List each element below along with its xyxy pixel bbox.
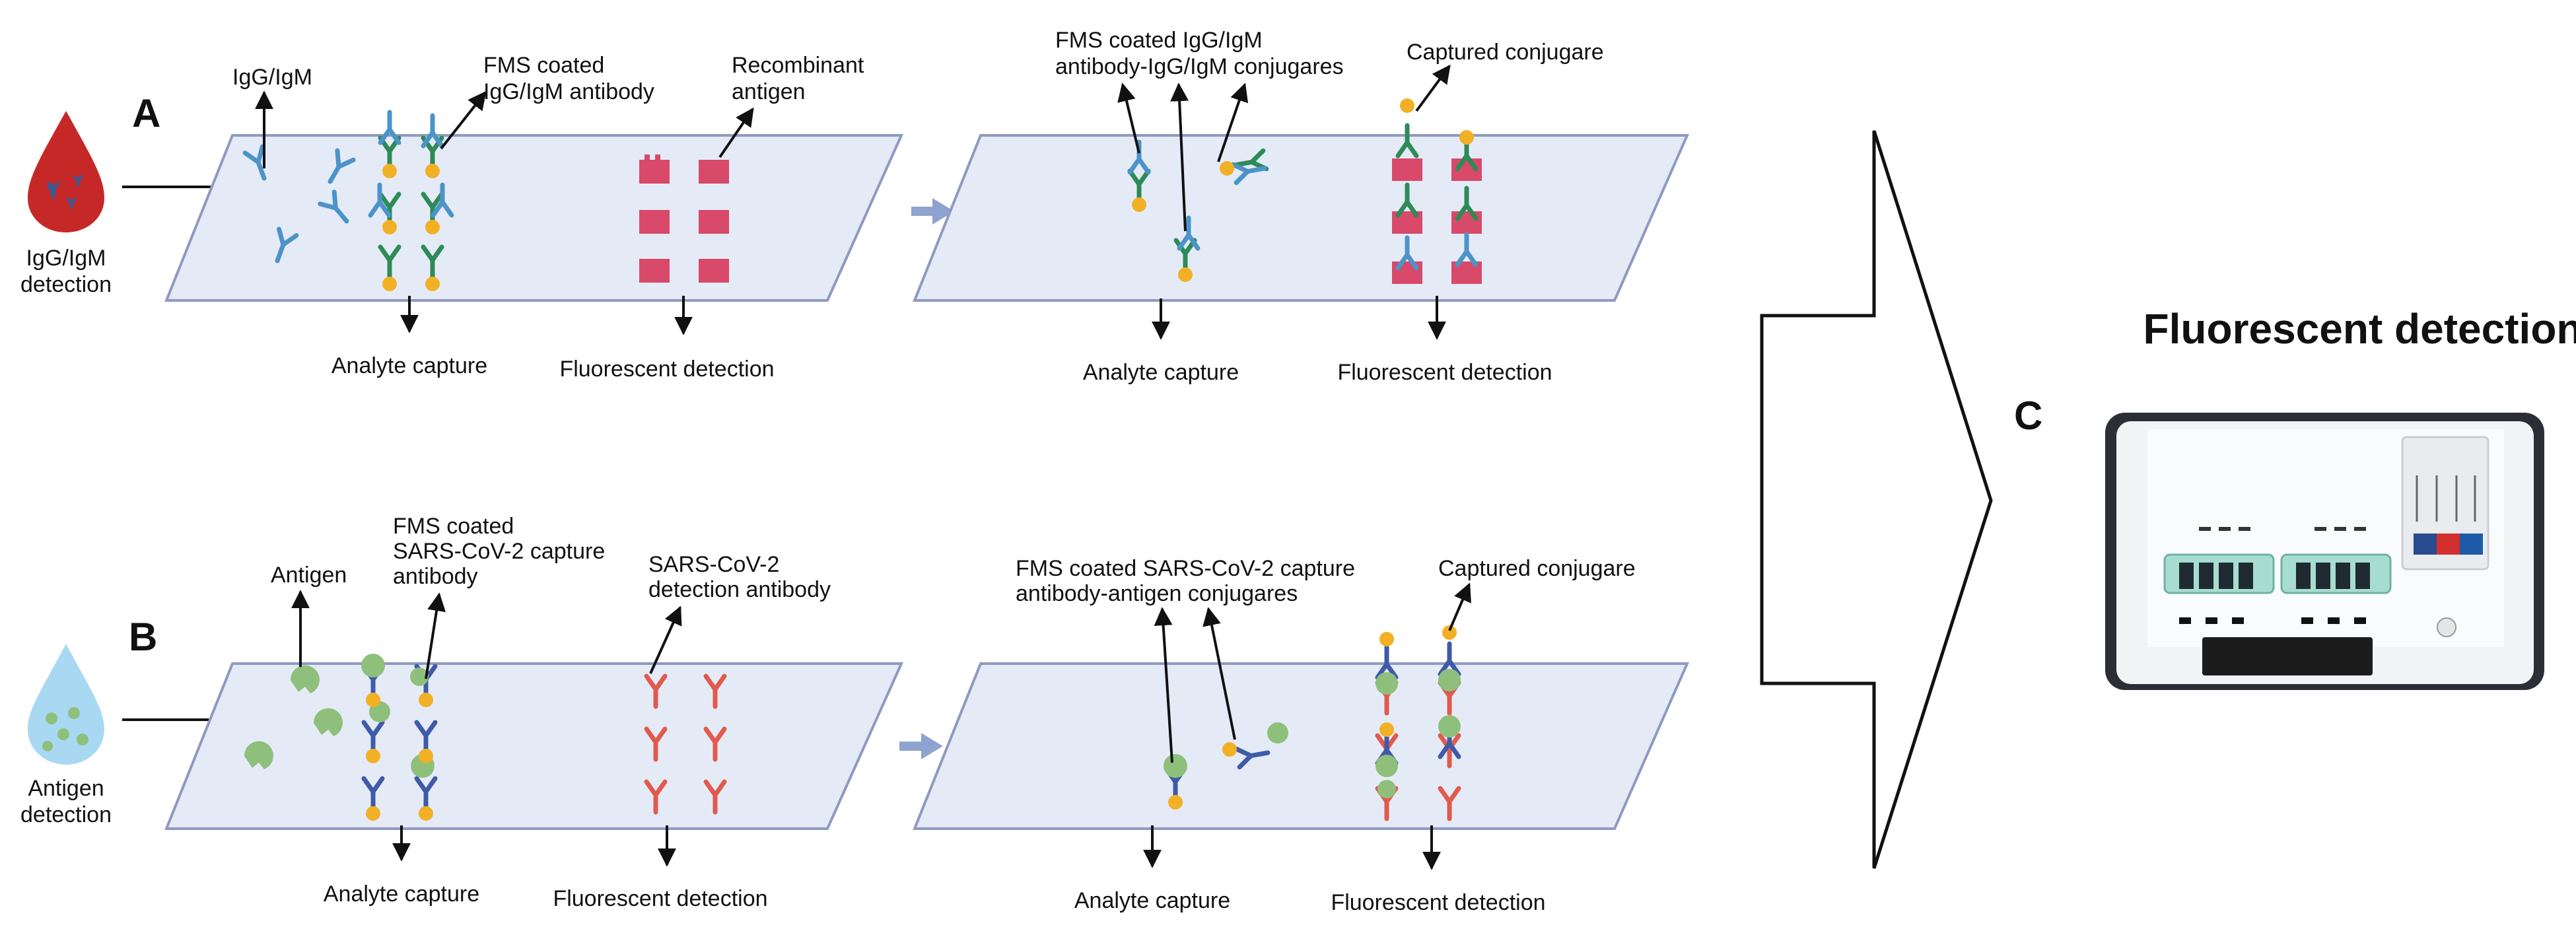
panel-label-a: A (132, 91, 160, 135)
fms-coated-label-b-line2: SARS-CoV-2 capture (393, 539, 605, 564)
blood-drop-icon (28, 111, 104, 232)
right-title: Fluorescent detection (2143, 305, 2576, 353)
conjugate-label-b-line2: antibody-antigen conjugares (1016, 581, 1298, 606)
detection-antibody-label-line1: SARS-CoV-2 (648, 552, 779, 577)
panel-label-b: B (129, 615, 157, 659)
analyte-capture-label-b1: Analyte capture (324, 881, 479, 907)
panel-label-c: C (2014, 394, 2042, 438)
test-strip-b1 (164, 662, 904, 830)
test-strip-a2 (913, 134, 1690, 302)
recombinant-label-line1: Recombinant (732, 53, 864, 78)
fluorescent-detection-label-b1: Fluorescent detection (553, 886, 767, 911)
fluorescence-reader-device (2105, 413, 2544, 690)
detection-antibody-label-line2: detection antibody (648, 577, 831, 602)
captured-conjugare-label-a: Captured conjugare (1407, 40, 1604, 65)
capture-antibody-line-b1 (361, 654, 435, 821)
big-output-arrow (1760, 130, 1993, 869)
fluorescent-detection-label-b2: Fluorescent detection (1331, 890, 1545, 915)
fluorescent-detection-label-a2: Fluorescent detection (1337, 360, 1552, 385)
free-antigens (244, 665, 343, 769)
sample-label-b-line2: detection (20, 802, 112, 827)
process-arrow-a (911, 198, 954, 225)
sample-label-b-line1: Antigen (28, 776, 104, 801)
process-arrow-b (899, 733, 943, 759)
analyte-capture-label-b2: Analyte capture (1074, 888, 1230, 913)
analyte-capture-label-a1: Analyte capture (331, 353, 487, 378)
igg-igm-label: IgG/IgM (232, 65, 312, 90)
fms-coated-label-a-line2: IgG/IgM antibody (483, 79, 654, 104)
antigen-label: Antigen (271, 563, 347, 588)
fluorescent-detection-label-a1: Fluorescent detection (559, 357, 774, 382)
fms-coated-label-a-line1: FMS coated (483, 53, 604, 78)
fms-coated-label-b-line3: antibody (393, 564, 478, 589)
sample-label-a-line2: detection (20, 272, 112, 297)
conjugate-label-a-line1: FMS coated IgG/IgM (1055, 28, 1263, 53)
analyte-capture-label-a2: Analyte capture (1083, 360, 1239, 385)
recombinant-antigen-line-a1 (639, 155, 729, 283)
test-strip-b2 (913, 662, 1690, 830)
conjugate-complexes-b2 (1164, 722, 1288, 810)
row-b: Antigen detection B (20, 514, 1690, 915)
antigen-particles-icon (42, 707, 88, 751)
conjugate-label-b-line1: FMS coated SARS-CoV-2 capture (1016, 556, 1355, 581)
row-a: IgG/IgM detection A (20, 28, 1690, 385)
captured-conjugare-label-b: Captured conjugare (1438, 556, 1636, 581)
fms-coated-antibody-line-a1 (370, 112, 452, 291)
captured-conjugare-line-a2 (1392, 98, 1482, 284)
sample-label-a-line1: IgG/IgM (26, 246, 106, 271)
conjugate-label-a-line2: antibody-IgG/IgM conjugares (1055, 54, 1344, 79)
fms-coated-label-b-line1: FMS coated (393, 514, 514, 539)
captured-conjugare-line-b2 (1375, 625, 1461, 819)
recombinant-label-line2: antigen (732, 79, 806, 104)
test-strip-a1 (164, 134, 904, 302)
antigen-drop-icon (28, 644, 104, 765)
conjugate-complexes-a2 (1130, 142, 1267, 282)
